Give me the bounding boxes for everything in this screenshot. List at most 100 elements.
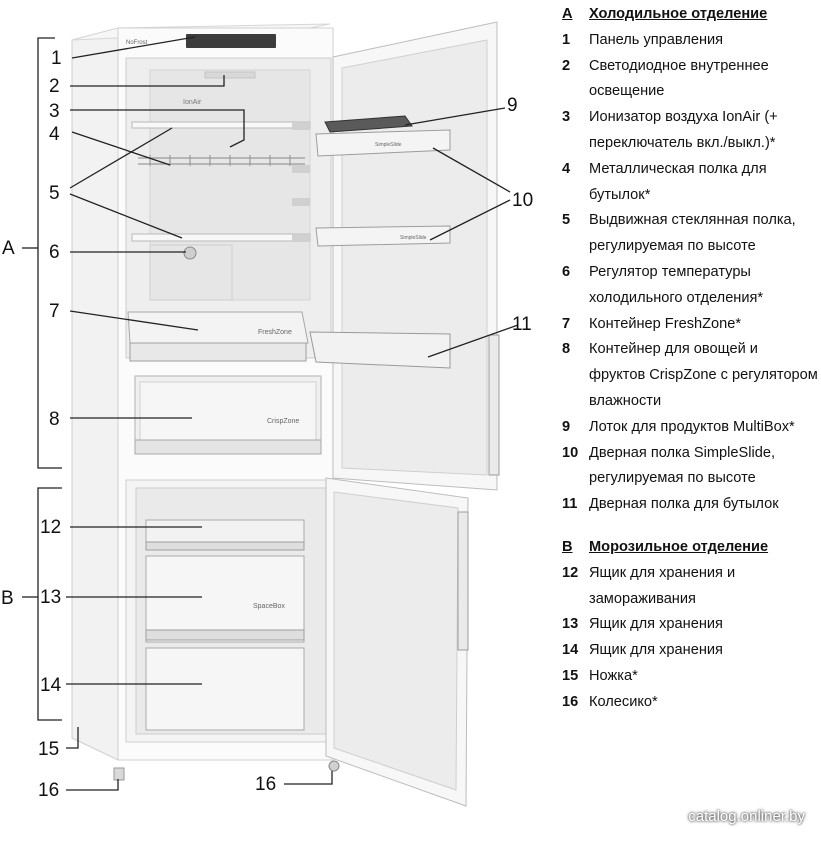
legend-item-number: 15	[562, 667, 579, 684]
legend-item-number: 16	[562, 693, 579, 710]
legend-item: 1 Панель управления	[562, 28, 818, 54]
door-shelf-simpleslide-upper	[315, 129, 451, 157]
legend-item-text: Ящик для хранения	[589, 642, 723, 659]
legend-item-text: Ящик для хранения	[589, 616, 723, 633]
legend-section-a-heading: A Холодильное отделение	[562, 2, 818, 28]
freezer-drawer-bottom	[145, 647, 305, 731]
callout-15: 15	[38, 739, 59, 760]
section-b-key: B	[562, 538, 573, 555]
callout-12: 12	[40, 517, 61, 538]
legend-item-text: Лоток для продуктов MultiBox*	[589, 418, 795, 435]
legend-item-number: 7	[562, 315, 571, 332]
fridge-diagram: NoFrost IonAir	[1, 21, 533, 807]
legend-item: 16 Колесико*	[562, 690, 818, 716]
door-shelf-simpleslide-lower	[315, 225, 451, 247]
section-a-key: A	[562, 6, 573, 22]
callout-11: 11	[512, 314, 532, 335]
legend-item-text: Колесико*	[589, 693, 658, 710]
callout-numbers: 1 2 3 4 5 6 7 8 9 10 11 12 13 14 15 16 1…	[1, 48, 533, 801]
simpleslide-label-2: SimpleSlide	[400, 235, 427, 241]
watermark: catalog.onliner.by	[688, 808, 805, 825]
legend-item-text: Ящик для хранения и замораживания	[589, 564, 736, 607]
legend-item: 11 Дверная полка для бутылок	[562, 492, 818, 518]
callout-4: 4	[49, 124, 60, 145]
callout-6: 6	[49, 242, 60, 263]
spacebox-label: SpaceBox	[253, 603, 285, 610]
callout-7: 7	[49, 301, 60, 322]
legend-section-b-heading: B Морозильное отделение	[562, 535, 818, 561]
section-b-title: Морозильное отделение	[589, 538, 769, 555]
callout-2: 2	[49, 76, 60, 97]
legend-item-text: Ножка*	[589, 667, 638, 684]
legend-item-number: 13	[562, 616, 579, 633]
crispzone-drawer: CrispZone	[134, 375, 322, 455]
top-brand-label: NoFrost	[126, 40, 148, 46]
fridge-compartment: IonAir Fresh	[125, 57, 332, 455]
freezer-compartment: SpaceBox	[125, 479, 332, 743]
callout-10: 10	[512, 190, 533, 211]
callout-9: 9	[507, 95, 518, 116]
fridge-door: SimpleSlide SimpleSlide	[309, 21, 500, 491]
glass-shelf-lower	[131, 233, 311, 242]
callout-lines	[22, 36, 519, 791]
legend-item: 15 Ножка*	[562, 664, 818, 690]
legend-item-text: Панель управления	[589, 31, 724, 48]
legend-item-text: Выдвижная стеклянная полка, регулируемая…	[589, 212, 796, 255]
wheel	[328, 760, 340, 772]
callout-1: 1	[51, 48, 62, 69]
freshzone-label: FreshZone	[258, 329, 292, 336]
legend-item: 12 Ящик для хранения и замораживания	[562, 561, 818, 613]
legend-item-number: 10	[562, 444, 579, 461]
legend-item-text: Контейнер FreshZone*	[589, 315, 742, 332]
ionair-label: IonAir	[183, 99, 202, 106]
legend-item-number: 14	[562, 642, 579, 659]
freezer-drawer-middle	[145, 555, 305, 643]
fridge-door-handle	[488, 334, 500, 476]
crispzone-label: CrispZone	[267, 418, 299, 425]
control-panel	[186, 34, 276, 48]
legend-item-text: Контейнер для овощей и фруктов CrispZone…	[589, 341, 818, 409]
freezer-door	[325, 477, 469, 807]
section-gap	[562, 518, 818, 535]
temperature-knob	[183, 246, 197, 260]
callout-16-foot: 16	[38, 780, 59, 801]
legend-item-number: 1	[562, 31, 571, 48]
callout-A: A	[2, 238, 15, 259]
freezer-door-handle	[457, 511, 469, 651]
led-light	[204, 71, 256, 79]
legend-item-number: 4	[562, 160, 571, 177]
legend-item-text: Дверная полка для бутылок	[589, 496, 779, 513]
legend-item: 10 Дверная полка SimpleSlide, регулируема…	[562, 441, 818, 493]
legend-item-number: 8	[562, 341, 571, 358]
legend-item: 13 Ящик для хранения	[562, 612, 818, 638]
legend-item: 14 Ящик для хранения	[562, 638, 818, 664]
callout-16-wheel: 16	[255, 774, 276, 795]
legend-item: 4 Металлическая полка для бутылок*	[562, 157, 818, 209]
glass-shelf-upper	[131, 121, 311, 129]
callout-3: 3	[49, 101, 60, 122]
foot	[113, 767, 125, 781]
legend: A Холодильное отделение 1 Панель управлен…	[562, 2, 818, 716]
legend-item-number: 5	[562, 212, 571, 229]
simpleslide-label-1: SimpleSlide	[375, 142, 402, 148]
legend-item-number: 11	[562, 496, 578, 513]
callout-14: 14	[40, 675, 62, 696]
legend-item-text: Металлическая полка для бутылок*	[589, 160, 767, 203]
door-shelf-bottles	[309, 331, 451, 369]
callout-B: B	[1, 588, 14, 609]
section-a-title: Холодильное отделение	[589, 6, 768, 22]
callout-13: 13	[40, 587, 61, 608]
freshzone-drawer: FreshZone	[127, 311, 309, 362]
callout-5: 5	[49, 183, 60, 204]
legend-item-number: 12	[562, 564, 579, 581]
legend-item-text: Дверная полка SimpleSlide, регулируемая …	[589, 444, 776, 487]
legend-item: 7 Контейнер FreshZone*	[562, 312, 818, 338]
legend-item-number: 2	[562, 57, 571, 74]
legend-item-number: 6	[562, 263, 571, 280]
legend-item-number: 3	[562, 109, 571, 126]
legend-item: 9 Лоток для продуктов MultiBox*	[562, 415, 818, 441]
legend-item-number: 9	[562, 418, 571, 435]
